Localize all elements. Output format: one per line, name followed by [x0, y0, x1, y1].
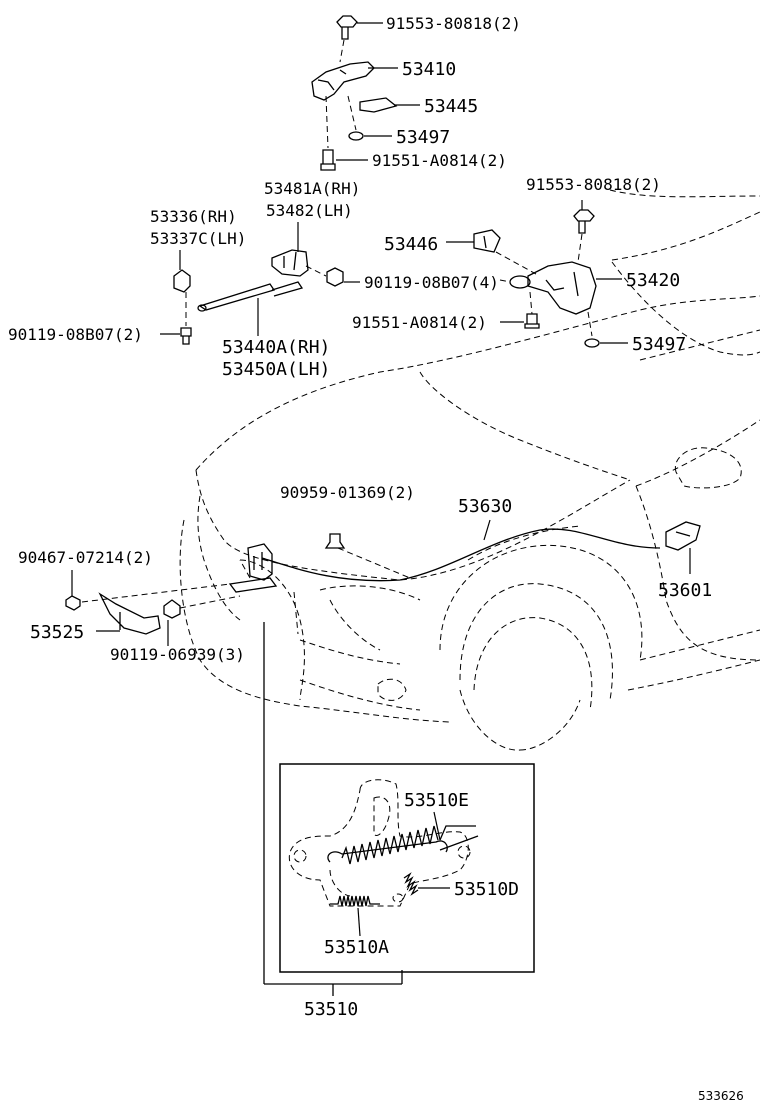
label-screw-top: 91553-80818(2)	[386, 14, 521, 33]
label-support: 53525	[30, 622, 84, 643]
label-bolt-right: 91551-A0814(2)	[352, 313, 487, 332]
label-bolt-lock: 90119-06939(3)	[110, 645, 245, 664]
label-bolt-support: 90467-07214(2)	[18, 548, 153, 567]
hinge-lh-group	[446, 200, 628, 348]
label-bracket-rh: 53481A(RH)	[264, 179, 360, 198]
label-washer-right: 53497	[632, 334, 686, 355]
label-hinge-rh: 53410	[402, 59, 456, 80]
label-bracket-lh: 53482(LH)	[266, 201, 353, 220]
diagram-id: 533626	[698, 1089, 744, 1103]
labels: 91553-80818(2) 53410 53445 53497 91551-A…	[8, 14, 744, 1103]
label-hinge-lh: 53420	[626, 270, 680, 291]
label-cable: 53630	[458, 496, 512, 517]
label-screw-right: 91553-80818(2)	[526, 175, 661, 194]
label-bolt-top: 91551-A0814(2)	[372, 151, 507, 170]
label-spring-e: 53510E	[404, 790, 469, 811]
label-lever: 53601	[658, 580, 712, 601]
lock-area	[65, 519, 701, 646]
label-stay-lh: 53450A(LH)	[222, 359, 330, 380]
stay-group	[160, 222, 360, 345]
hinge-rh-group	[311, 15, 420, 171]
lock-inset	[263, 622, 535, 996]
label-hinge-cover-lh: 53446	[384, 234, 438, 255]
label-hinge-cover: 53445	[424, 96, 478, 117]
label-bolt-4: 90119-08B07(4)	[364, 273, 499, 292]
label-lock-assy: 53510	[304, 999, 358, 1020]
label-bolt-stay: 90119-08B07(2)	[8, 325, 143, 344]
label-spring-a: 53510A	[324, 937, 389, 958]
label-washer-top: 53497	[396, 127, 450, 148]
label-stay-bracket-lh: 53337C(LH)	[150, 229, 246, 248]
label-stay-rh: 53440A(RH)	[222, 337, 330, 358]
label-clip: 90959-01369(2)	[280, 483, 415, 502]
label-spring-d: 53510D	[454, 879, 519, 900]
label-stay-bracket-rh: 53336(RH)	[150, 207, 237, 226]
